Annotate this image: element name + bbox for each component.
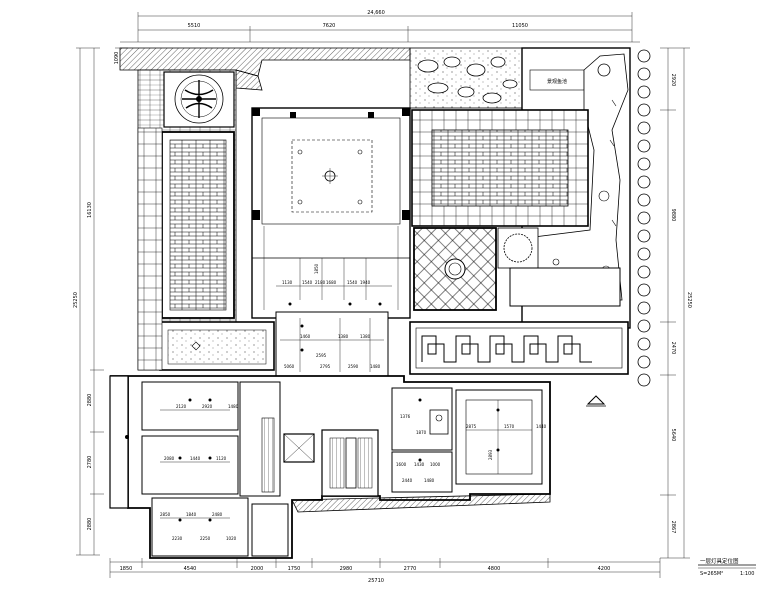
floor-area: S=265M² (700, 571, 723, 577)
right-room-dim-6: 1870 (416, 430, 427, 435)
pavilion-dim-2: 1540 (302, 280, 313, 285)
left-outer-dim: 25250 (73, 292, 79, 308)
left-room-dim-12: 1020 (226, 536, 237, 541)
drawing-scale: 1:100 (740, 571, 754, 577)
rock-garden (409, 47, 523, 109)
greek-key-border (409, 321, 629, 375)
left-room-dim-11: 2250 (200, 536, 211, 541)
left-room-dim-4: 2080 (164, 456, 175, 461)
left-room-dim-9: 2480 (212, 512, 223, 517)
left-room-dim-10: 2230 (172, 536, 183, 541)
right-room-dim-2: 1570 (504, 424, 515, 429)
mid-dim-3: 1380 (360, 334, 371, 339)
top-segment-2: 7620 (323, 23, 336, 29)
top-total-dim: 24,660 (367, 10, 385, 16)
left-room-dim-5: 1440 (190, 456, 201, 461)
pavilion-dim-7: 1850 (314, 263, 319, 274)
mid-dim-7: 2590 (348, 364, 359, 369)
right-room-dim-8: 1430 (414, 462, 425, 467)
right-brick-terrace (411, 109, 589, 227)
right-seg-1: 2920 (670, 74, 676, 87)
bottom-seg-4: 1750 (288, 566, 301, 572)
bottom-seg-7: 4800 (488, 566, 501, 572)
bottom-seg-8: 4200 (598, 566, 611, 572)
left-inner-seg-2: 2780 (87, 456, 93, 469)
left-room-dim-2: 2920 (202, 404, 213, 409)
mid-dim-6: 2795 (320, 364, 331, 369)
bottom-seg-2: 4540 (184, 566, 197, 572)
hedge-row (637, 49, 651, 387)
left-courtyard (137, 69, 275, 371)
left-inner-seg-3: 2880 (87, 518, 93, 531)
planter-tree (497, 227, 621, 307)
entrance-arrow-icon (586, 395, 606, 405)
right-seg-4: 5640 (670, 429, 676, 442)
pavilion-dim-4: 1680 (326, 280, 337, 285)
left-inner-seg-1: 2880 (87, 394, 93, 407)
mid-dim-4: 2595 (316, 353, 327, 358)
bottom-seg-6: 2770 (404, 566, 417, 572)
left-inner-top-dim: 16130 (87, 202, 93, 218)
lower-building: 2120 2920 1480 2080 1440 1120 2850 1840 … (109, 375, 606, 559)
title-block: 一层灯具定位图 S=265M² 1:100 (698, 557, 756, 577)
right-room-dim-9: 1000 (430, 462, 441, 467)
top-segment-1: 5510 (188, 23, 201, 29)
bottom-seg-1: 1850 (120, 566, 133, 572)
right-room-dim-10: 2440 (402, 478, 413, 483)
bottom-seg-5: 2980 (340, 566, 353, 572)
pavilion-dim-1: 1130 (282, 280, 293, 285)
left-dimension-chain: 25250 16130 2880 2780 2880 (73, 47, 104, 556)
light-fixture-marks (178, 302, 500, 522)
right-room-dim-4: 2893 (488, 449, 493, 460)
pavilion-dim-6: 1940 (360, 280, 371, 285)
pavilion-dim-3: 2180 (315, 280, 326, 285)
right-total-dim: 25250 (686, 292, 692, 308)
pavilion-dim-5: 1540 (347, 280, 358, 285)
right-room-dim-11: 1480 (424, 478, 435, 483)
right-room-dim-7: 1600 (396, 462, 407, 467)
right-dimension-chain: 2920 9880 2470 5640 2867 25250 (660, 47, 692, 559)
left-room-dim-6: 1120 (216, 456, 227, 461)
right-room-dim-3: 1440 (536, 424, 547, 429)
top-dimension-chain: 24,660 5510 7620 11050 1090 (114, 10, 640, 64)
left-room-dim-1: 2120 (176, 404, 187, 409)
right-seg-2: 9880 (670, 209, 676, 222)
right-room-dim-1: 2875 (466, 424, 477, 429)
left-room-dim-3: 1480 (228, 404, 239, 409)
right-seg-3: 2470 (670, 342, 676, 355)
drawing-title: 一层灯具定位图 (700, 557, 739, 565)
left-room-dim-8: 1840 (186, 512, 197, 517)
middle-hall: 1460 1380 1380 2595 5060 2795 2590 1480 (275, 311, 389, 377)
mid-dim-5: 5060 (284, 364, 295, 369)
diamond-tile-court (413, 227, 497, 311)
right-seg-5: 2867 (670, 521, 676, 534)
top-segment-3: 11050 (512, 23, 528, 29)
bottom-total-dim: 25710 (368, 578, 384, 584)
bottom-seg-3: 2000 (251, 566, 264, 572)
bottom-dimension-chain: 1850 4540 2000 1750 2980 2770 4800 4200 … (109, 558, 661, 584)
left-room-dim-7: 2850 (160, 512, 171, 517)
pond-label: 景观鱼池 (547, 78, 567, 85)
top-small-dim: 1090 (114, 52, 120, 65)
central-pavilion: 1130 1540 2180 1680 1540 1940 1850 (251, 107, 411, 319)
mid-dim-8: 1480 (370, 364, 381, 369)
mid-dim-1: 1460 (300, 334, 311, 339)
mid-dim-2: 1380 (338, 334, 349, 339)
right-room-dim-5: 1376 (400, 414, 411, 419)
